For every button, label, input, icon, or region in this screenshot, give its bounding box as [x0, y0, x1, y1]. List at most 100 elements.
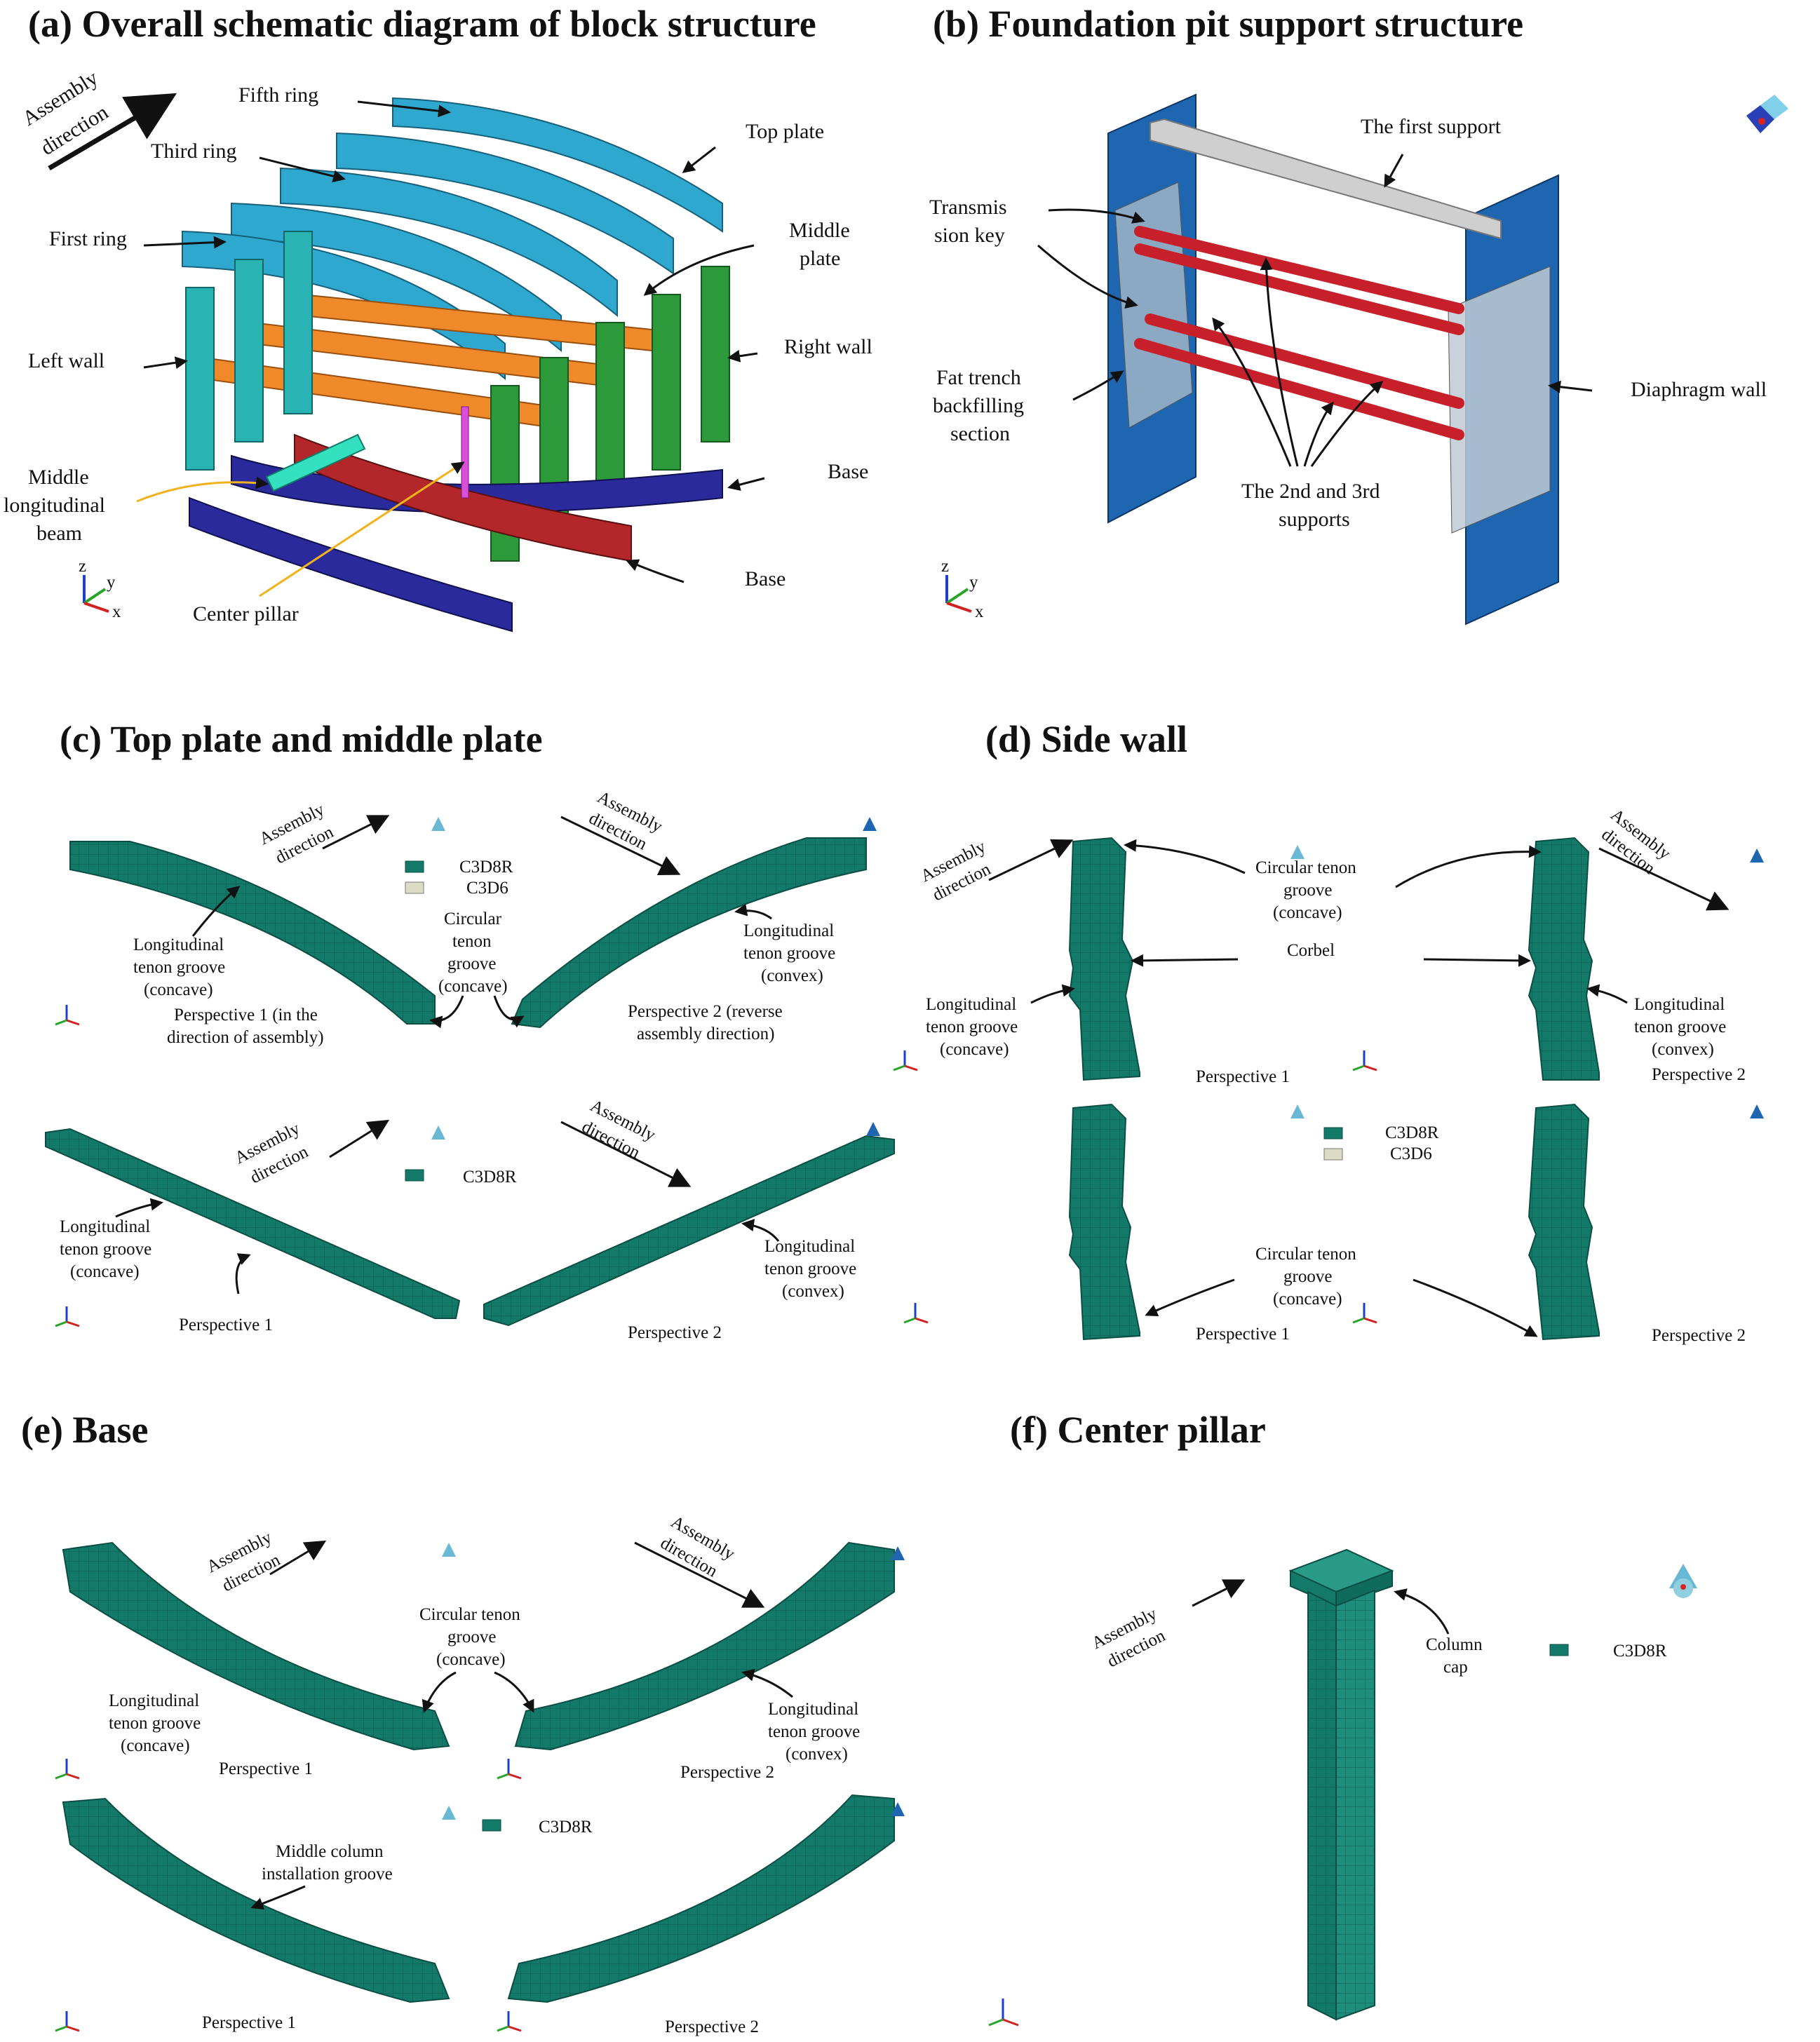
- c-top-plate-p2: [511, 837, 867, 1029]
- d-arrow-lg-concave: [1030, 984, 1075, 1004]
- a-label-first-ring: First ring: [49, 227, 127, 250]
- d-corbel: Corbel: [1287, 941, 1335, 960]
- b-arrow-key-2: [1037, 244, 1138, 309]
- a-arrow-beam: [136, 476, 269, 503]
- a-label-top-plate: Top plate: [746, 120, 824, 143]
- panel-c: (c) Top plate and middle plate Assembly …: [45, 718, 929, 1342]
- c-assembly-arrow-4: [560, 1121, 692, 1187]
- panel-e-title: (e) Base: [21, 1409, 148, 1451]
- e-circ-3: (concave): [436, 1650, 506, 1669]
- a-arrow-top-plate: [682, 146, 716, 173]
- c-persp1-top-2: direction of assembly): [167, 1028, 324, 1047]
- c-circ-4: (concave): [438, 977, 508, 996]
- b-label-first-support: The first support: [1361, 115, 1502, 138]
- e-lg-convex-3: (convex): [786, 1745, 848, 1764]
- c-arrow-lg-convex: [734, 903, 772, 920]
- d-legend-c3d6-swatch: [1323, 1148, 1343, 1161]
- f-axis-triad-icon: [988, 1999, 1019, 2027]
- a-label-base-2: Base: [745, 567, 786, 590]
- d-wall-p1-bottom: [1068, 1103, 1140, 1341]
- b-arrow-diaphragm: [1548, 380, 1593, 393]
- e-lg-concave-1: Longitudinal: [109, 1691, 199, 1710]
- a-assembly-arrow: [48, 93, 177, 171]
- c-arrow-persp1: [235, 1253, 251, 1294]
- f-view-icon: [1669, 1564, 1697, 1598]
- a-label-right-wall: Right wall: [784, 335, 872, 358]
- panel-c-title: (c) Top plate and middle plate: [60, 718, 543, 760]
- c-lg-concave-3: (concave): [144, 980, 213, 999]
- e-persp1-top: Perspective 1: [219, 1759, 313, 1778]
- a-plates: [203, 293, 653, 429]
- c-arrow-lg2-convex: [741, 1219, 780, 1242]
- c-legend-c3d8r-swatch: [405, 860, 424, 873]
- f-cap-2: cap: [1443, 1658, 1468, 1677]
- c-circ-1: Circular: [444, 910, 502, 928]
- a-arrow-fifth-ring: [357, 100, 451, 118]
- a-middle-beam: [265, 433, 366, 492]
- d-assembly-arrow-2: [1598, 847, 1730, 911]
- e-lg-convex-1: Longitudinal: [768, 1700, 858, 1719]
- e-circ-1: Circular tenon: [419, 1605, 520, 1624]
- e-lg-convex-2: tenon groove: [768, 1722, 860, 1741]
- d-circ2-1: Circular tenon: [1255, 1245, 1356, 1264]
- c-lg2-concave-3: (concave): [70, 1262, 140, 1281]
- c-persp1-bottom: Perspective 1: [179, 1316, 273, 1334]
- d-legend-c3d8r-swatch: [1323, 1127, 1343, 1140]
- d-lg-convex-3: (convex): [1652, 1040, 1714, 1059]
- panel-b: (b) Foundation pit support structure The…: [929, 3, 1788, 626]
- c-persp2-top-1: Perspective 2 (reverse: [628, 1002, 783, 1021]
- c-persp2-bottom: Perspective 2: [628, 1323, 722, 1342]
- svg-text:x: x: [975, 602, 984, 621]
- e-mcg-2: installation groove: [262, 1865, 393, 1884]
- b-arrow-fat: [1072, 370, 1124, 401]
- a-arrow-left-wall: [143, 356, 188, 370]
- c-persp2-top-2: assembly direction): [637, 1025, 774, 1043]
- b-first-support: [1150, 118, 1502, 240]
- c-legend2-c3d8r: C3D8R: [463, 1168, 517, 1186]
- e-arrow-lg-convex: [741, 1668, 793, 1698]
- e-circ-2: groove: [447, 1628, 496, 1647]
- a-label-middle-plate-2: plate: [800, 247, 840, 270]
- d-circ-3: (concave): [1273, 903, 1342, 922]
- b-backfill-left: [1114, 182, 1193, 428]
- d-arrow-circ2-1: [1145, 1278, 1235, 1316]
- d-lg-concave-2: tenon groove: [926, 1017, 1018, 1036]
- d-lg-convex-1: Longitudinal: [1634, 995, 1725, 1014]
- a-label-beam-2: longitudinal: [4, 494, 105, 517]
- svg-text:z: z: [941, 557, 949, 576]
- a-label-beam-1: Middle: [28, 466, 89, 489]
- panel-e: (e) Base Assembly direction Assembly dir…: [21, 1409, 905, 2036]
- c-arrow-circ-2: [493, 995, 525, 1028]
- a-arrow-center-pillar: [259, 461, 465, 597]
- c-legend-c3d6-swatch: [405, 881, 424, 894]
- b-red-supports: [1134, 226, 1464, 440]
- e-legend-c3d8r-swatch: [482, 1819, 501, 1832]
- a-right-wall-4: [652, 294, 681, 471]
- e-persp1-bottom: Perspective 1: [202, 2013, 296, 2032]
- c-arrow-circ-1: [429, 995, 464, 1029]
- b-label-fat-3: section: [950, 422, 1010, 445]
- d-circ2-2: groove: [1283, 1267, 1332, 1286]
- a-left-wall-2: [234, 259, 264, 442]
- f-column-cap-side: [1335, 1569, 1393, 1607]
- a-arrow-base-2: [626, 559, 685, 583]
- svg-text:z: z: [79, 557, 86, 576]
- e-persp2-bottom: Perspective 2: [665, 2017, 759, 2036]
- f-arrow-cap: [1394, 1588, 1450, 1635]
- d-arrow-circ2-2: [1413, 1278, 1538, 1337]
- e-base-p1-top: [62, 1541, 450, 1751]
- d-persp2-top: Perspective 2: [1652, 1065, 1746, 1084]
- c-circ-3: groove: [447, 954, 496, 973]
- a-arrow-third-ring: [259, 156, 346, 183]
- a-ring-3: [280, 167, 618, 318]
- a-bases: [189, 433, 723, 633]
- c-axis-triad-icons: [55, 1005, 929, 1327]
- d-view-icons: [1290, 845, 1764, 1118]
- a-base-blue-2: [189, 496, 513, 633]
- b-label-fat-2: backfilling: [933, 394, 1024, 417]
- c-legend2-c3d8r-swatch: [405, 1169, 424, 1182]
- panel-d-title: (d) Side wall: [985, 718, 1187, 760]
- e-arrow-circ-2: [494, 1671, 534, 1713]
- c-lg2-convex-3: (convex): [782, 1282, 844, 1301]
- b-view-cube-icon: [1746, 95, 1788, 133]
